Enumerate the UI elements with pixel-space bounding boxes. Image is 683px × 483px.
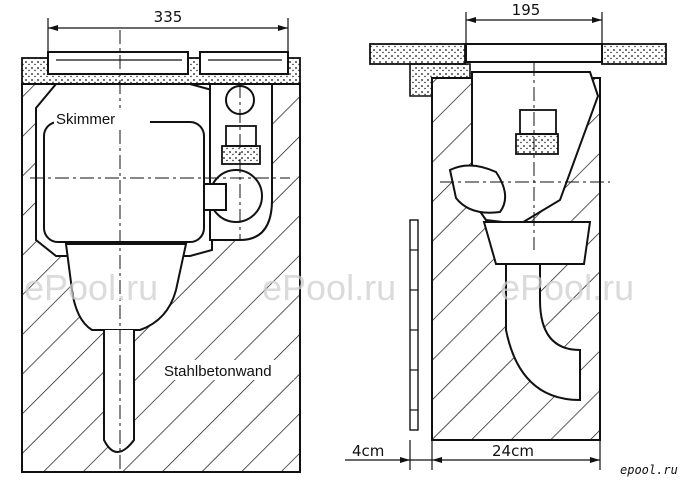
right-valve-nut bbox=[519, 109, 557, 135]
watermark-3: ePool.ru bbox=[500, 267, 634, 308]
right-dimension-bottom-right: 24cm bbox=[492, 442, 534, 460]
right-pipe-elbow bbox=[448, 164, 507, 214]
skimmer-basket bbox=[64, 243, 188, 331]
label-skimmer: Skimmer bbox=[56, 111, 115, 128]
pipe-stub bbox=[203, 183, 227, 211]
skimmer-lid bbox=[47, 51, 189, 75]
left-dimension-top: 335 bbox=[154, 8, 183, 26]
right-dimension-top: 195 bbox=[512, 1, 541, 19]
right-dimension-bottom-left: 4cm bbox=[352, 442, 384, 460]
side-lid bbox=[199, 51, 289, 75]
right-basket bbox=[482, 221, 592, 265]
valve-fitting bbox=[221, 145, 261, 165]
right-drain bbox=[505, 263, 581, 402]
coping-step bbox=[409, 63, 471, 97]
valve-nut bbox=[225, 125, 257, 147]
watermark-2: ePool.ru bbox=[262, 267, 396, 308]
label-wall: Stahlbetonwand bbox=[164, 363, 272, 380]
drain-pipe bbox=[103, 330, 135, 453]
right-valve-fitting bbox=[515, 133, 559, 155]
coping-right bbox=[601, 43, 667, 65]
right-lid bbox=[465, 43, 603, 63]
coping-left bbox=[369, 43, 466, 65]
wall-edge bbox=[409, 219, 419, 431]
left-view: 335 Skimmer Stahlbetonwand bbox=[21, 8, 301, 473]
skimmer-inner-box bbox=[43, 121, 205, 243]
site-logo: epool.ru bbox=[620, 463, 678, 477]
right-view: 195 4cm 24cm bbox=[345, 1, 667, 470]
watermark-1: ePool.ru bbox=[24, 267, 158, 308]
